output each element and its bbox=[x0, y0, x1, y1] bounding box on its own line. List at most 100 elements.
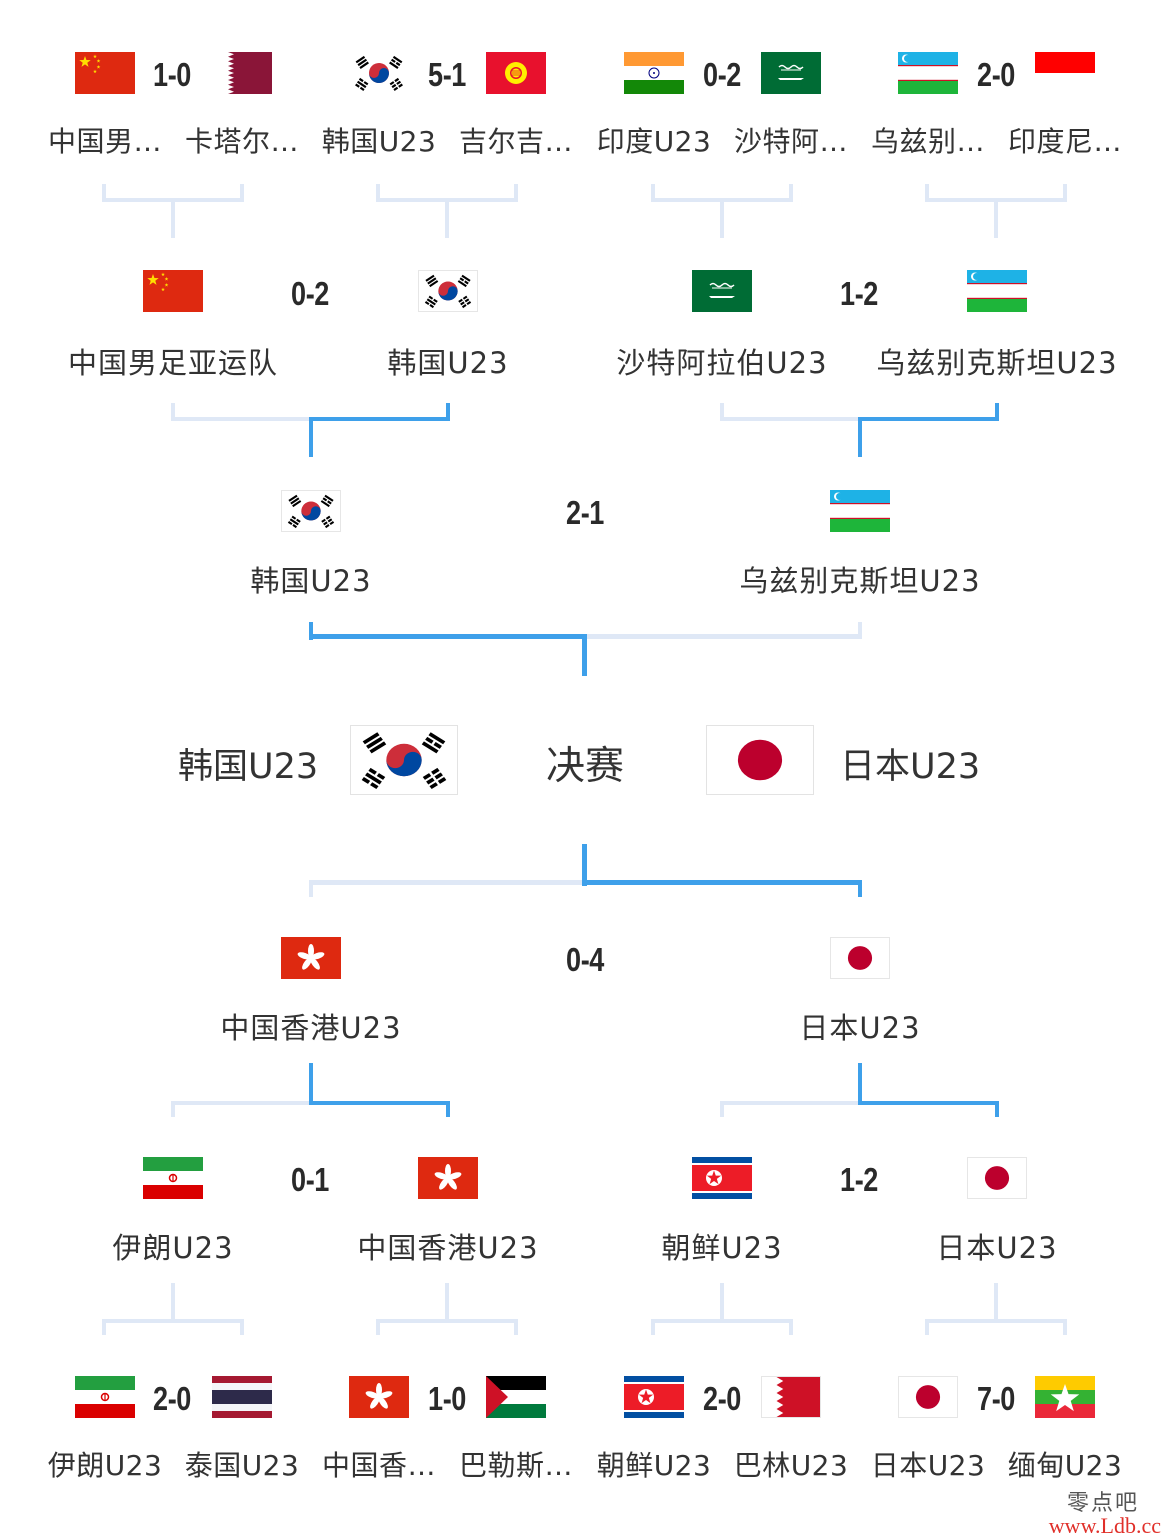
team-name: 韩国U23 bbox=[321, 125, 437, 158]
japan-flag-art bbox=[899, 1377, 957, 1417]
myanmar-flag-icon bbox=[1035, 1376, 1095, 1418]
team-name: 缅甸U23 bbox=[1007, 1449, 1123, 1482]
hongkong-flag-icon bbox=[349, 1376, 409, 1418]
korea-flag-art bbox=[349, 52, 409, 94]
match-score: 0-4 bbox=[566, 941, 604, 978]
japan-flag-icon bbox=[967, 1157, 1027, 1199]
match-score: 2-0 bbox=[153, 1380, 191, 1417]
match-score: 2-1 bbox=[566, 494, 604, 531]
team-name: 日本U23 bbox=[936, 1231, 1058, 1265]
thailand-flag-art bbox=[212, 1376, 272, 1418]
uzbekistan-flag-icon bbox=[967, 270, 1027, 312]
team-name: 日本U23 bbox=[799, 1011, 921, 1045]
japan-flag-icon bbox=[898, 1376, 958, 1418]
japan-flag-icon bbox=[706, 725, 814, 795]
team-name: 巴林U23 bbox=[733, 1449, 849, 1482]
japan-flag-art bbox=[968, 1158, 1026, 1198]
india-flag-icon bbox=[624, 52, 684, 94]
uzbekistan-flag-art bbox=[967, 270, 1027, 312]
bahrain-flag-art bbox=[762, 1377, 820, 1417]
saudi-flag-icon bbox=[692, 270, 752, 312]
team-name: 吉尔吉… bbox=[458, 125, 573, 158]
match-score: 7-0 bbox=[977, 1380, 1015, 1417]
saudi-flag-icon bbox=[761, 52, 821, 94]
match-score: 0-1 bbox=[291, 1161, 329, 1198]
china-flag-icon bbox=[143, 270, 203, 312]
match-score: 0-2 bbox=[291, 275, 329, 312]
team-name: 乌兹别克斯坦U23 bbox=[876, 346, 1118, 380]
match-score: 0-2 bbox=[703, 56, 741, 93]
iran-flag-icon bbox=[75, 1376, 135, 1418]
saudi-flag-art bbox=[761, 52, 821, 94]
team-name: 中国香… bbox=[321, 1449, 436, 1482]
indonesia-flag-art bbox=[1035, 52, 1095, 94]
thailand-flag-icon bbox=[212, 1376, 272, 1418]
korea-flag-icon bbox=[350, 725, 458, 795]
china-flag-icon bbox=[75, 52, 135, 94]
match-score: 1-2 bbox=[840, 1161, 878, 1198]
watermark-text: 零点吧 bbox=[1066, 1491, 1139, 1516]
team-name: 泰国U23 bbox=[184, 1449, 300, 1482]
qatar-flag-art bbox=[212, 52, 272, 94]
team-name: 沙特阿… bbox=[733, 125, 848, 158]
kyrgyzstan-flag-art bbox=[486, 52, 546, 94]
team-name: 中国香港U23 bbox=[357, 1231, 539, 1265]
china-flag-art bbox=[75, 52, 135, 94]
team-name: 巴勒斯… bbox=[458, 1449, 573, 1482]
team-name: 中国香港U23 bbox=[220, 1011, 402, 1045]
korea-flag-icon bbox=[349, 52, 409, 94]
team-name: 朝鲜U23 bbox=[661, 1231, 783, 1265]
hongkong-flag-art bbox=[418, 1157, 478, 1199]
uzbekistan-flag-icon bbox=[830, 490, 890, 532]
match-score: 1-0 bbox=[428, 1380, 466, 1417]
uzbekistan-flag-icon bbox=[898, 52, 958, 94]
hongkong-flag-icon bbox=[418, 1157, 478, 1199]
qatar-flag-icon bbox=[212, 52, 272, 94]
indonesia-flag-icon bbox=[1035, 52, 1095, 94]
korea-flag-art bbox=[351, 726, 457, 794]
team-name: 日本U23 bbox=[870, 1449, 986, 1482]
team-name: 韩国U23 bbox=[250, 564, 372, 598]
india-flag-art bbox=[624, 52, 684, 94]
kyrgyzstan-flag-icon bbox=[486, 52, 546, 94]
korea-flag-art bbox=[282, 491, 340, 531]
korea-flag-art bbox=[419, 271, 477, 311]
team-name: 中国男… bbox=[47, 125, 162, 158]
korea-flag-icon bbox=[418, 270, 478, 312]
match-score: 2-0 bbox=[703, 1380, 741, 1417]
northkorea-flag-art bbox=[692, 1157, 752, 1199]
myanmar-flag-art bbox=[1035, 1376, 1095, 1418]
match-score: 5-1 bbox=[428, 56, 466, 93]
team-name: 卡塔尔… bbox=[184, 125, 299, 158]
team-name: 韩国U23 bbox=[387, 346, 509, 380]
northkorea-flag-icon bbox=[624, 1376, 684, 1418]
watermark-url: www.Ldb.cc bbox=[1048, 1513, 1161, 1538]
team-name: 沙特阿拉伯U23 bbox=[616, 346, 828, 380]
hongkong-flag-icon bbox=[281, 937, 341, 979]
team-name: 伊朗U23 bbox=[47, 1449, 163, 1482]
team-name: 印度U23 bbox=[596, 125, 712, 158]
uzbekistan-flag-art bbox=[830, 490, 890, 532]
final-title: 决赛 bbox=[545, 744, 624, 789]
iran-flag-art bbox=[75, 1376, 135, 1418]
japan-flag-icon bbox=[830, 937, 890, 979]
hongkong-flag-art bbox=[349, 1376, 409, 1418]
match-score: 1-0 bbox=[153, 56, 191, 93]
team-name: 中国男足亚运队 bbox=[67, 346, 278, 380]
hongkong-flag-art bbox=[281, 937, 341, 979]
team-name: 韩国U23 bbox=[178, 747, 319, 787]
palestine-flag-icon bbox=[486, 1376, 546, 1418]
uzbekistan-flag-art bbox=[898, 52, 958, 94]
team-name: 印度尼… bbox=[1007, 125, 1122, 158]
palestine-flag-art bbox=[486, 1376, 546, 1418]
match-score: 1-2 bbox=[840, 275, 878, 312]
bahrain-flag-icon bbox=[761, 1376, 821, 1418]
team-name: 伊朗U23 bbox=[112, 1231, 234, 1265]
team-name: 乌兹别克斯坦U23 bbox=[739, 564, 981, 598]
team-name: 日本U23 bbox=[840, 747, 981, 787]
northkorea-flag-icon bbox=[692, 1157, 752, 1199]
saudi-flag-art bbox=[692, 270, 752, 312]
match-score: 2-0 bbox=[977, 56, 1015, 93]
japan-flag-art bbox=[707, 726, 813, 794]
team-name: 乌兹别… bbox=[870, 125, 985, 158]
